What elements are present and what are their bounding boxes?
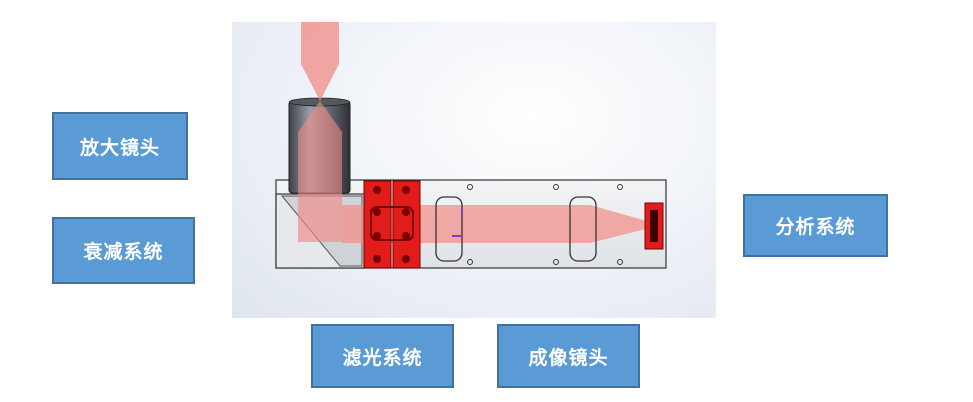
beam-in-lens [298,101,342,196]
filter-mount-left [363,180,392,269]
filter-handle [370,206,414,241]
slot-left [435,196,463,262]
imaging-lens-label: 成像镜头 [497,324,640,388]
magnify-lens-label: 放大镜头 [52,112,188,180]
filter-system-label: 滤光系统 [311,324,454,388]
horizontal-beam [298,196,342,242]
filter-mount-right [392,180,421,269]
beam-focus-cone [301,64,339,101]
slot-right [569,196,597,262]
attenuation-system-label: 衰减系统 [52,217,195,284]
analysis-system-label: 分析系统 [743,194,888,257]
incoming-beam [301,22,339,64]
